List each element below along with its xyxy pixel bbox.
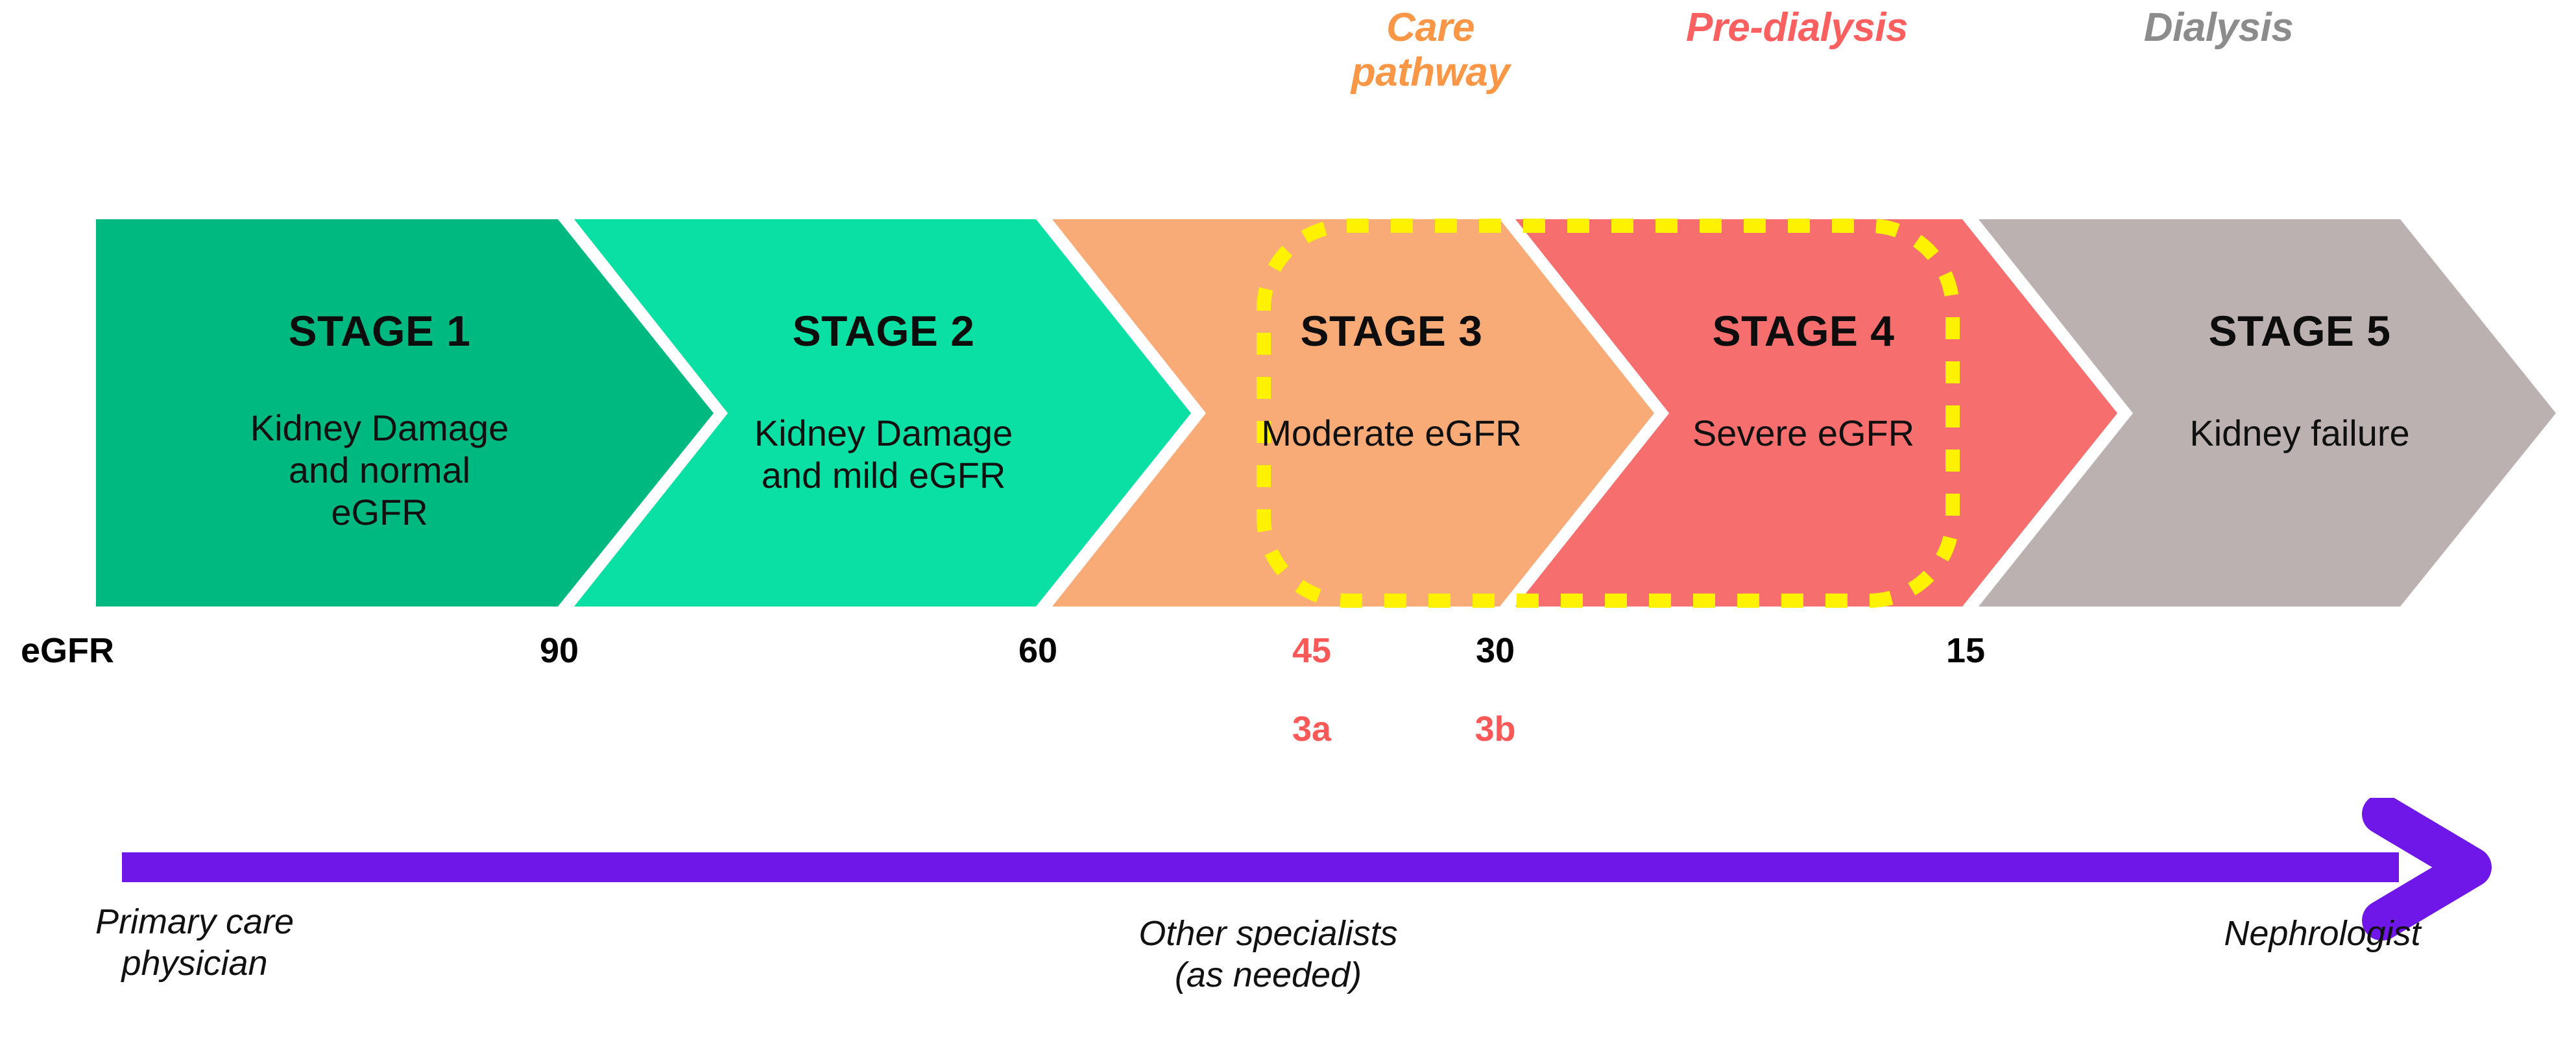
stage-desc-1: Kidney Damage and normal eGFR	[250, 407, 509, 533]
stage-chevron-band	[96, 219, 2556, 608]
axis-tick-90: 90	[539, 631, 579, 670]
stage-title-3: STAGE 3	[1300, 307, 1483, 355]
stage-desc-4: Severe eGFR	[1692, 413, 1915, 453]
caption-primary-care-physician: Primary care physician	[95, 902, 295, 983]
axis-tick-30: 30	[1475, 631, 1515, 670]
phase-label-pre-dialysis: Pre-dialysis	[1685, 5, 1908, 50]
progression-arrow	[122, 798, 2492, 941]
substage-label-3b: 3b	[1475, 710, 1516, 749]
axis-label-egfr: eGFR	[21, 631, 115, 670]
stage-desc-2: Kidney Damage and mild eGFR	[754, 413, 1013, 496]
stage-chevron-5[interactable]	[1979, 219, 2556, 607]
stage-title-4: STAGE 4	[1712, 307, 1895, 355]
stage-desc-5: Kidney failure	[2189, 413, 2410, 453]
stage-chevron-2[interactable]	[574, 219, 1191, 607]
phase-label-care-pathway: Care pathway	[1351, 5, 1510, 95]
caption-other-specialists: Other specialists (as needed)	[1138, 914, 1398, 994]
care-pathway-highlight-box	[1257, 219, 1960, 608]
stage-chevron-4[interactable]	[1515, 219, 2117, 607]
stage-chevron-1[interactable]	[96, 219, 714, 607]
stage-title-1: STAGE 1	[288, 307, 471, 355]
stage-title-2: STAGE 2	[792, 307, 975, 355]
axis-tick-45: 45	[1292, 631, 1332, 670]
axis-tick-60: 60	[1018, 631, 1058, 670]
stage-title-5: STAGE 5	[2208, 307, 2391, 355]
progression-arrow-head	[2362, 798, 2492, 941]
stage-chevron-3[interactable]	[1052, 219, 1654, 607]
caption-nephrologist: Nephrologist	[2224, 914, 2421, 953]
stage-desc-3: Moderate eGFR	[1261, 413, 1522, 453]
phase-label-dialysis: Dialysis	[2143, 5, 2294, 50]
progression-arrow-shaft	[122, 852, 2399, 882]
axis-tick-15: 15	[1945, 631, 1986, 670]
substage-label-3a: 3a	[1292, 710, 1332, 749]
